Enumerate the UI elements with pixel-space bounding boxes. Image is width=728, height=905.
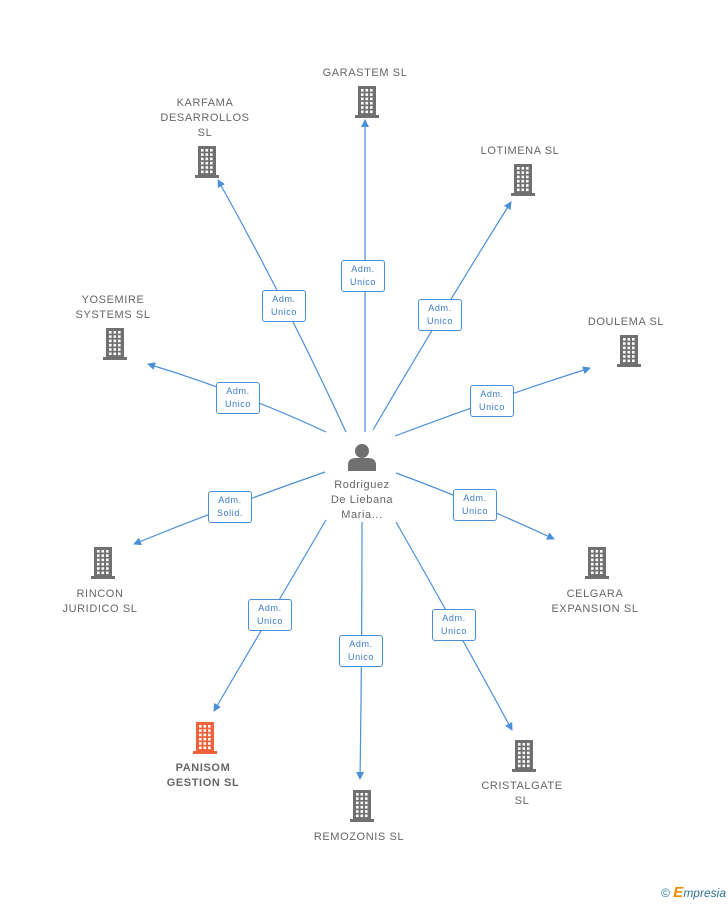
building-icon-celgara[interactable] <box>585 547 609 579</box>
company-label-panisom[interactable]: PANISOM GESTION SL <box>166 762 240 789</box>
relation-badge-remozonis: Adm. Unico <box>339 635 383 667</box>
company-label-remozonis[interactable]: REMOZONIS SL <box>313 831 405 843</box>
building-icon-doulema[interactable] <box>617 335 641 367</box>
person-name[interactable]: Rodriguez De Liebana Maria... <box>330 479 394 521</box>
company-label-yosemire[interactable]: YOSEMIRE SYSTEMS SL <box>75 294 151 321</box>
company-label-lotimena[interactable]: LOTIMENA SL <box>480 145 560 157</box>
company-label-karfama[interactable]: KARFAMA DESARROLLOS SL <box>160 97 250 139</box>
relation-badge-panisom: Adm. Unico <box>248 599 292 631</box>
building-icon-yosemire[interactable] <box>103 328 127 360</box>
relation-badge-yosemire: Adm. Unico <box>216 382 260 414</box>
building-icon-lotimena[interactable] <box>511 164 535 196</box>
building-icon-karfama[interactable] <box>195 146 219 178</box>
building-icon-garastem[interactable] <box>355 86 379 118</box>
relation-badge-lotimena: Adm. Unico <box>418 299 462 331</box>
relation-badge-doulema: Adm. Unico <box>470 385 514 417</box>
company-label-cristalgate[interactable]: CRISTALGATE SL <box>481 780 563 807</box>
building-icon-rincon[interactable] <box>91 547 115 579</box>
person-icon[interactable] <box>348 444 376 471</box>
empresia-logo: © Empresia <box>661 884 726 901</box>
company-label-celgara[interactable]: CELGARA EXPANSION SL <box>551 588 639 615</box>
building-icon-remozonis[interactable] <box>350 790 374 822</box>
building-icon-panisom[interactable] <box>193 722 217 754</box>
company-label-doulema[interactable]: DOULEMA SL <box>587 316 665 328</box>
relation-badge-rincon: Adm. Solid. <box>208 491 252 523</box>
company-label-garastem[interactable]: GARASTEM SL <box>322 67 408 79</box>
relation-badge-karfama: Adm. Unico <box>262 290 306 322</box>
building-icon-cristalgate[interactable] <box>512 740 536 772</box>
brand-name: mpresia <box>683 886 726 900</box>
copyright-symbol: © <box>661 886 670 900</box>
company-label-rincon[interactable]: RINCON JURIDICO SL <box>62 588 138 615</box>
brand-initial: E <box>673 884 684 901</box>
relation-badge-cristalgate: Adm. Unico <box>432 609 476 641</box>
relation-badge-garastem: Adm. Unico <box>341 260 385 292</box>
relation-badge-celgara: Adm. Unico <box>453 489 497 521</box>
